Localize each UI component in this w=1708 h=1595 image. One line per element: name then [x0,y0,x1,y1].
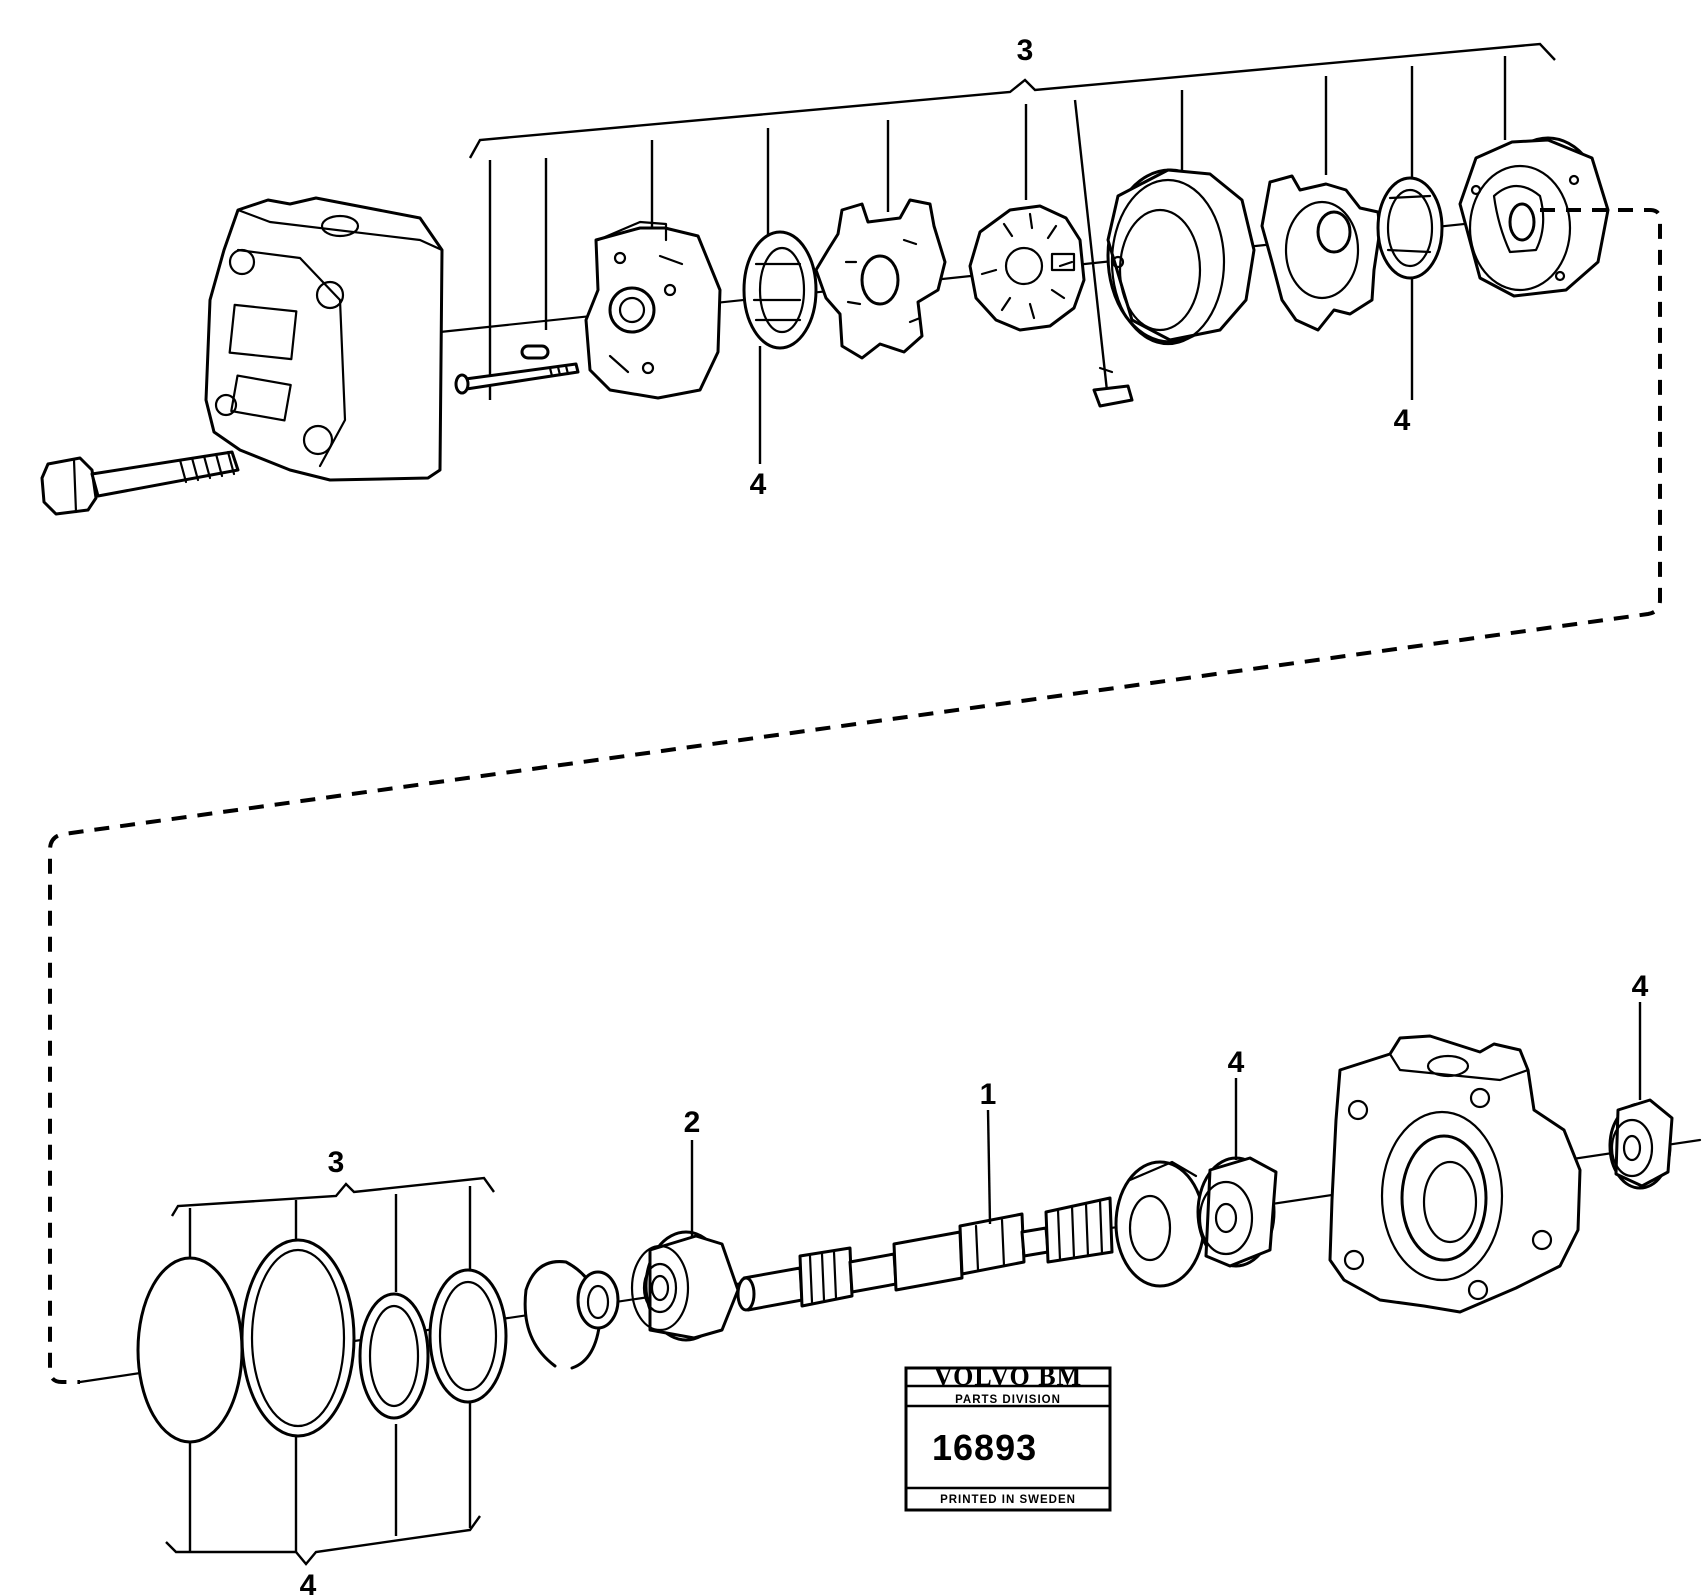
pressure-plate [1260,174,1382,332]
ball-bearing [630,1230,740,1342]
o-ring-small [358,1292,430,1420]
circlip [576,1270,620,1330]
cam-ring [1106,168,1256,346]
small-key [1092,384,1134,408]
port-plate [814,198,947,360]
assembly-connector-dashed [48,208,1662,1384]
callout-seals-lower: 4 [300,1569,317,1595]
label-footer: PRINTED IN SWEDEN [940,1494,1076,1506]
callout-shaft: 1 [980,1078,997,1111]
vane-rotor [968,204,1086,332]
label-division: PARTS DIVISION [955,1394,1061,1406]
callout-group-upper: 3 [1017,34,1034,67]
lower-group-bracket-top [170,1176,495,1217]
shaft-seal [1196,1156,1278,1268]
seal-ring-upper-left [742,230,818,350]
pump-housing [204,196,444,482]
parts-division-label: VOLVO BM PARTS DIVISION 16893 PRINTED IN… [904,1362,1112,1512]
backup-ring [240,1238,356,1438]
front-housing [1328,1034,1582,1314]
callout-bearing-end: 4 [1632,970,1649,1003]
thrust-washer [1114,1160,1206,1288]
end-seal [1608,1098,1674,1190]
callout-seal-upper-right: 4 [1394,404,1411,437]
dowel-pin [520,344,550,360]
o-ring-large [136,1256,244,1444]
long-screw [454,362,580,395]
callout-bearing: 2 [684,1106,701,1139]
seal-ring-upper-right [1376,176,1444,280]
end-plate [584,220,722,400]
housing-bolt [40,450,240,516]
seal-ring-lower [428,1268,508,1404]
upper-group-bracket [468,42,1556,159]
upper-bracket-leaders [488,56,1507,401]
callout-seal-upper-left: 4 [750,468,767,501]
callout-group-lower: 3 [328,1146,345,1179]
lower-seals-bracket-bottom [165,1515,481,1566]
label-brand: VOLVO BM [934,1362,1082,1391]
end-cover [1458,136,1610,298]
key-line [1098,366,1114,374]
callout-bearing-small: 4 [1228,1046,1245,1079]
drive-shaft [736,1196,1114,1312]
leader-shaft [986,1109,992,1225]
lower-bracket-leaders [188,1186,472,1552]
label-number: 16893 [932,1427,1037,1468]
